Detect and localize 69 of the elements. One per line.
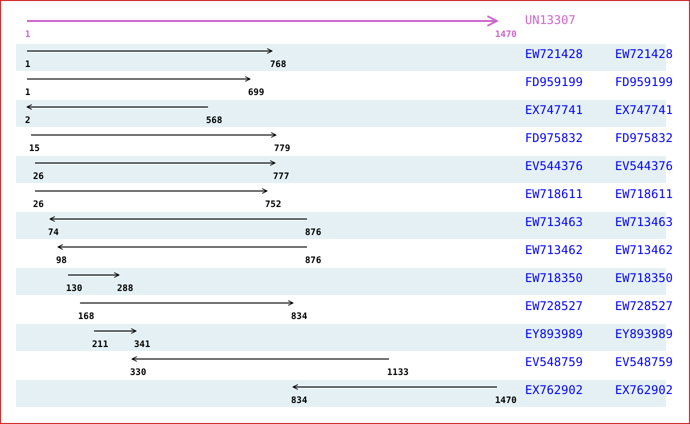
accession-link: EW713463	[525, 215, 583, 230]
position-number: 211	[92, 340, 108, 351]
accession-link: EW718611	[615, 187, 673, 202]
position-number: 15	[29, 144, 40, 155]
accession-link: EW718611	[525, 187, 583, 202]
alignment-arrow	[68, 272, 120, 278]
accession-link: EV544376	[525, 159, 583, 174]
accession-link: EX747741	[525, 103, 583, 118]
accession-link: FD975832	[525, 131, 583, 146]
accession-link: EW721428	[525, 47, 583, 62]
accession-link: EV548759	[525, 355, 583, 370]
alignment-arrow	[132, 356, 390, 362]
position-number: 168	[78, 312, 94, 323]
accession-link: EW721428	[615, 47, 673, 62]
accession-link: EV544376	[615, 159, 673, 174]
position-number: 699	[248, 88, 264, 99]
alignment-arrow	[26, 76, 250, 82]
alignment-arrow	[94, 328, 136, 334]
accession-link: FD975832	[615, 131, 673, 146]
position-number: 779	[274, 144, 290, 155]
alignment-arrow	[292, 384, 498, 390]
accession-link: EW728527	[525, 299, 583, 314]
position-number: 74	[48, 228, 59, 239]
accession-link: EW718350	[615, 271, 673, 286]
accession-link: EY893989	[525, 327, 583, 342]
position-number: 768	[270, 60, 286, 71]
position-number: 834	[291, 312, 308, 323]
position-number: 1470	[495, 30, 517, 41]
position-number: 98	[56, 256, 67, 267]
position-number: 330	[130, 368, 146, 379]
alignment-arrow	[50, 216, 308, 222]
alignment-arrow	[30, 132, 276, 138]
position-number: 777	[273, 172, 290, 183]
position-number: 1	[25, 60, 30, 71]
accession-link: EW713462	[525, 243, 583, 258]
alignment-arrow	[26, 48, 272, 54]
position-number: 876	[305, 256, 322, 267]
position-number: 834	[291, 396, 308, 407]
position-number: 568	[206, 116, 222, 127]
alignment-arrow	[26, 104, 208, 110]
accession-link: EW728527	[615, 299, 673, 314]
alignment-arrow	[34, 160, 276, 166]
alignment-arrow	[80, 300, 294, 306]
position-number: 130	[66, 284, 82, 295]
accession-link: EV548759	[615, 355, 673, 370]
position-number: 26	[33, 200, 44, 211]
accession-link: EY893989	[615, 327, 673, 342]
position-number: 2	[25, 116, 30, 127]
accession-link: FD959199	[525, 75, 583, 90]
position-number: 876	[305, 228, 322, 239]
accession-link: EX762902	[525, 383, 583, 398]
position-number: 1	[25, 30, 30, 41]
position-number: 288	[117, 284, 134, 295]
accession-link: EW713463	[615, 215, 673, 230]
position-number: 1470	[495, 396, 517, 407]
position-number: 341	[134, 340, 150, 351]
position-number: 26	[33, 172, 44, 183]
alignment-arrow	[58, 244, 308, 250]
position-number: 1133	[387, 368, 409, 379]
position-number: 752	[265, 200, 282, 211]
alignment-arrow	[27, 15, 498, 27]
reference-id: UN13307	[525, 13, 576, 28]
position-number: 1	[25, 88, 30, 99]
accession-link: EX747741	[615, 103, 673, 118]
accession-link: FD959199	[615, 75, 673, 90]
alignment-arrow	[34, 188, 268, 194]
accession-link: EW718350	[525, 271, 583, 286]
accession-link: EX762902	[615, 383, 673, 398]
accession-link: EW713462	[615, 243, 673, 258]
